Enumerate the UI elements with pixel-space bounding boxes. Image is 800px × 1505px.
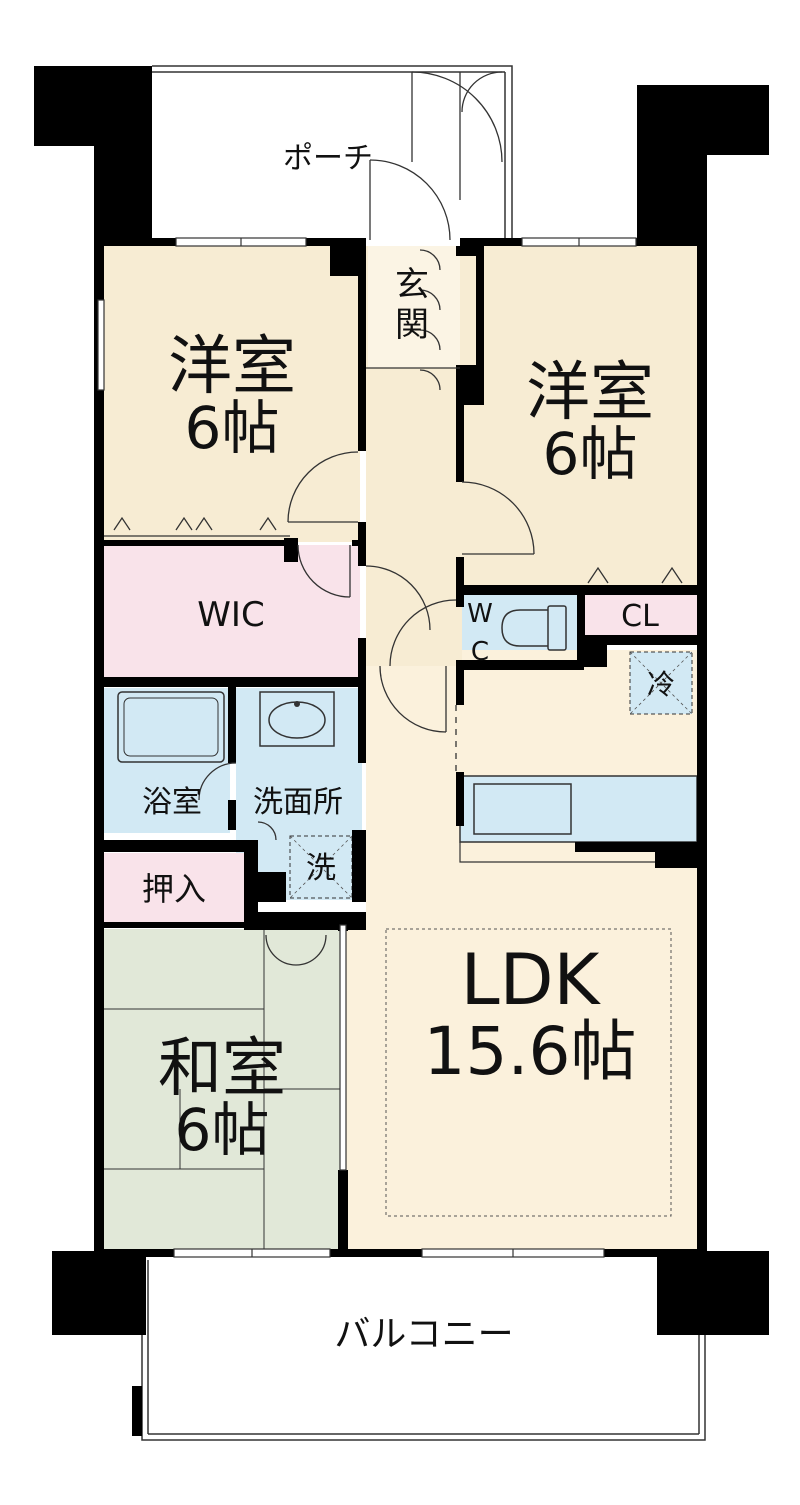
doors: [198, 71, 535, 966]
washer-label: 洗: [306, 851, 336, 886]
wic-floor: [104, 545, 360, 677]
walls: [34, 66, 769, 1335]
western-right-name: 洋室: [526, 356, 654, 430]
oshiire-floor: [104, 853, 244, 924]
toilet: [501, 605, 567, 651]
balcony-label: バルコニー: [334, 1314, 513, 1355]
kitchen-sink: [473, 783, 572, 835]
washbasin: [259, 691, 335, 747]
western-left-size: 6帖: [185, 394, 280, 462]
fridge-label: 冷: [647, 668, 675, 701]
porch-area: [152, 65, 513, 238]
western-right-size: 6帖: [543, 420, 638, 488]
windows: [97, 237, 637, 1258]
wc-label-w: W: [467, 599, 493, 629]
ldk-ceiling-outline: [385, 928, 672, 1217]
western-left-name: 洋室: [168, 330, 296, 404]
washroom-label: 洗面所: [253, 785, 343, 820]
porch-label: ポーチ: [283, 141, 373, 176]
wc-label-c: C: [471, 637, 489, 667]
closet-triangles: [104, 516, 683, 584]
bath-floor: [104, 688, 230, 833]
ldk-name: LDK: [461, 939, 602, 1021]
tatami-lines: [104, 929, 344, 1249]
oshiire-label: 押入: [142, 870, 206, 908]
entrance-label-1: 玄: [395, 265, 429, 305]
bath-label: 浴室: [142, 785, 202, 820]
ldk-size: 15.6帖: [424, 1013, 637, 1090]
cl-label: CL: [621, 599, 659, 634]
entrance-label-2: 関: [395, 305, 429, 345]
western-room-right-floor: [462, 246, 697, 588]
bathtub: [117, 691, 225, 763]
wic-label: WIC: [197, 595, 264, 635]
entrance-floor: [368, 246, 460, 368]
western-room-left-floor: [104, 246, 360, 542]
japanese-name: 和室: [158, 1032, 286, 1106]
kitchen-counter: [459, 775, 698, 843]
cl-floor: [582, 595, 697, 637]
japanese-size: 6帖: [175, 1096, 270, 1164]
